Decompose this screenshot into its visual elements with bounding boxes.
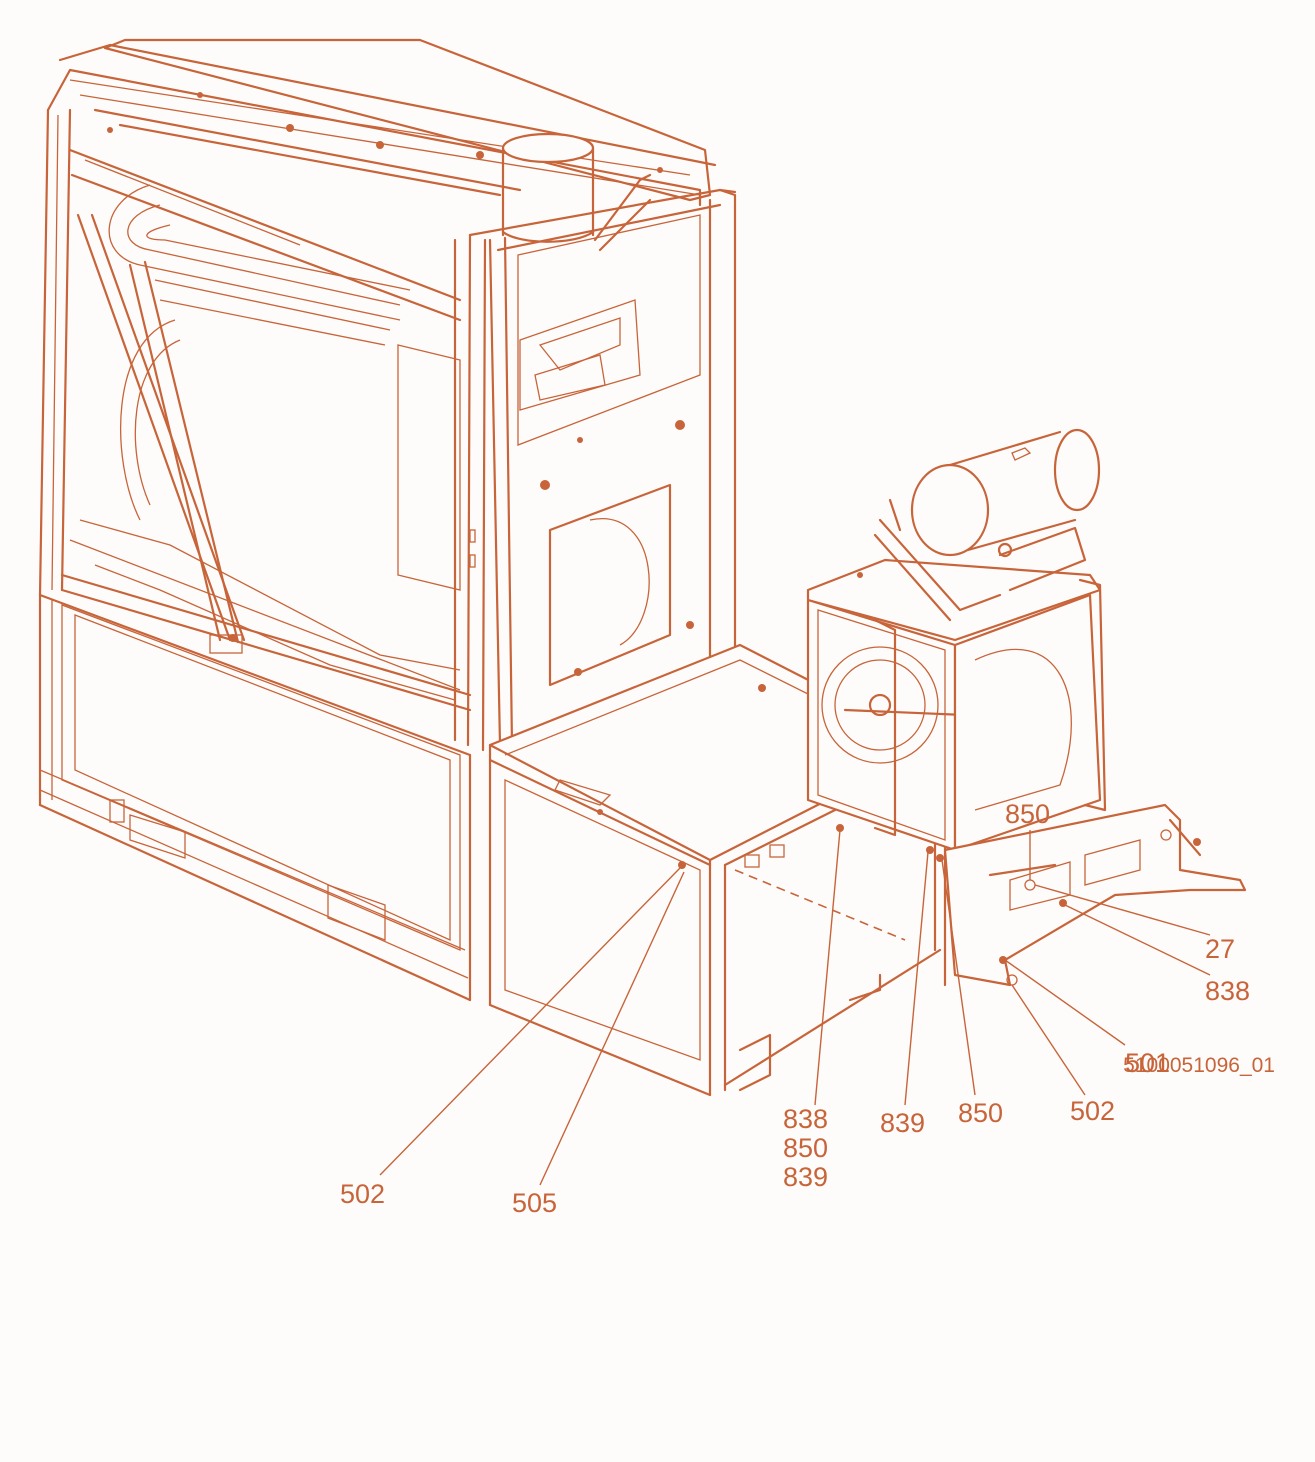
callout-839: 839 xyxy=(783,1162,828,1192)
callout-27: 27 xyxy=(1205,934,1235,964)
drawing-number: 5100051096_01 xyxy=(1123,1054,1275,1077)
leader-lines xyxy=(379,829,1211,1186)
base-bracket xyxy=(943,803,1247,987)
left-cabinet-frame xyxy=(38,108,487,1002)
callout-838: 838 xyxy=(783,1104,828,1134)
callout-850: 850 xyxy=(958,1098,1003,1128)
callout-501: 501 xyxy=(1125,1048,1170,1078)
center-cabinet xyxy=(468,132,737,747)
callout-labels: 850 27 838 501 502 850 839 838 850 839 5… xyxy=(340,799,1250,1218)
callout-502: 502 xyxy=(340,1179,385,1209)
callout-839: 839 xyxy=(880,1108,925,1138)
callout-838: 838 xyxy=(1205,976,1250,1006)
callout-850: 850 xyxy=(1005,799,1050,829)
callout-502: 502 xyxy=(1070,1096,1115,1126)
callout-850: 850 xyxy=(783,1133,828,1163)
blower-assembly xyxy=(806,428,1107,852)
callout-505: 505 xyxy=(512,1188,557,1218)
